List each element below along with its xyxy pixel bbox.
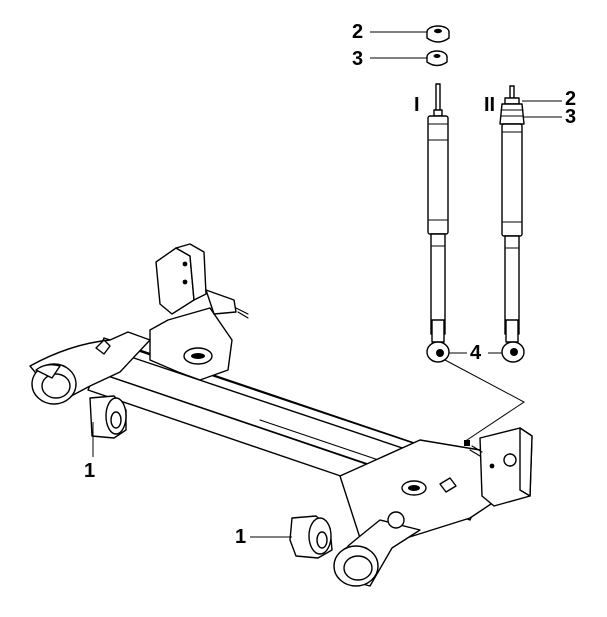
right-trailing-arm [333,427,533,587]
left-trailing-arm [29,243,249,405]
callout-bushing-left: 1 [84,460,96,482]
mounting-leader-line [444,359,525,443]
shock-absorber-i [426,83,450,363]
label-variant-i: I [414,94,420,116]
callout-nut-top: 2 [352,21,364,43]
washer-part-top [426,50,448,67]
callout-leaders [92,31,562,538]
callout-washer-side: 3 [565,106,577,128]
shock-absorber-ii [499,85,525,363]
rubber-bushing-left [89,395,127,439]
nut-part-top [426,25,450,43]
rubber-bushing-bottom [289,515,333,559]
callout-washer-top: 3 [352,48,364,70]
callout-bushing-bottom: 1 [235,526,247,548]
callout-lower-mount: 4 [470,342,482,364]
label-variant-ii: II [484,94,496,116]
callout-nut-side: 2 [565,88,577,110]
